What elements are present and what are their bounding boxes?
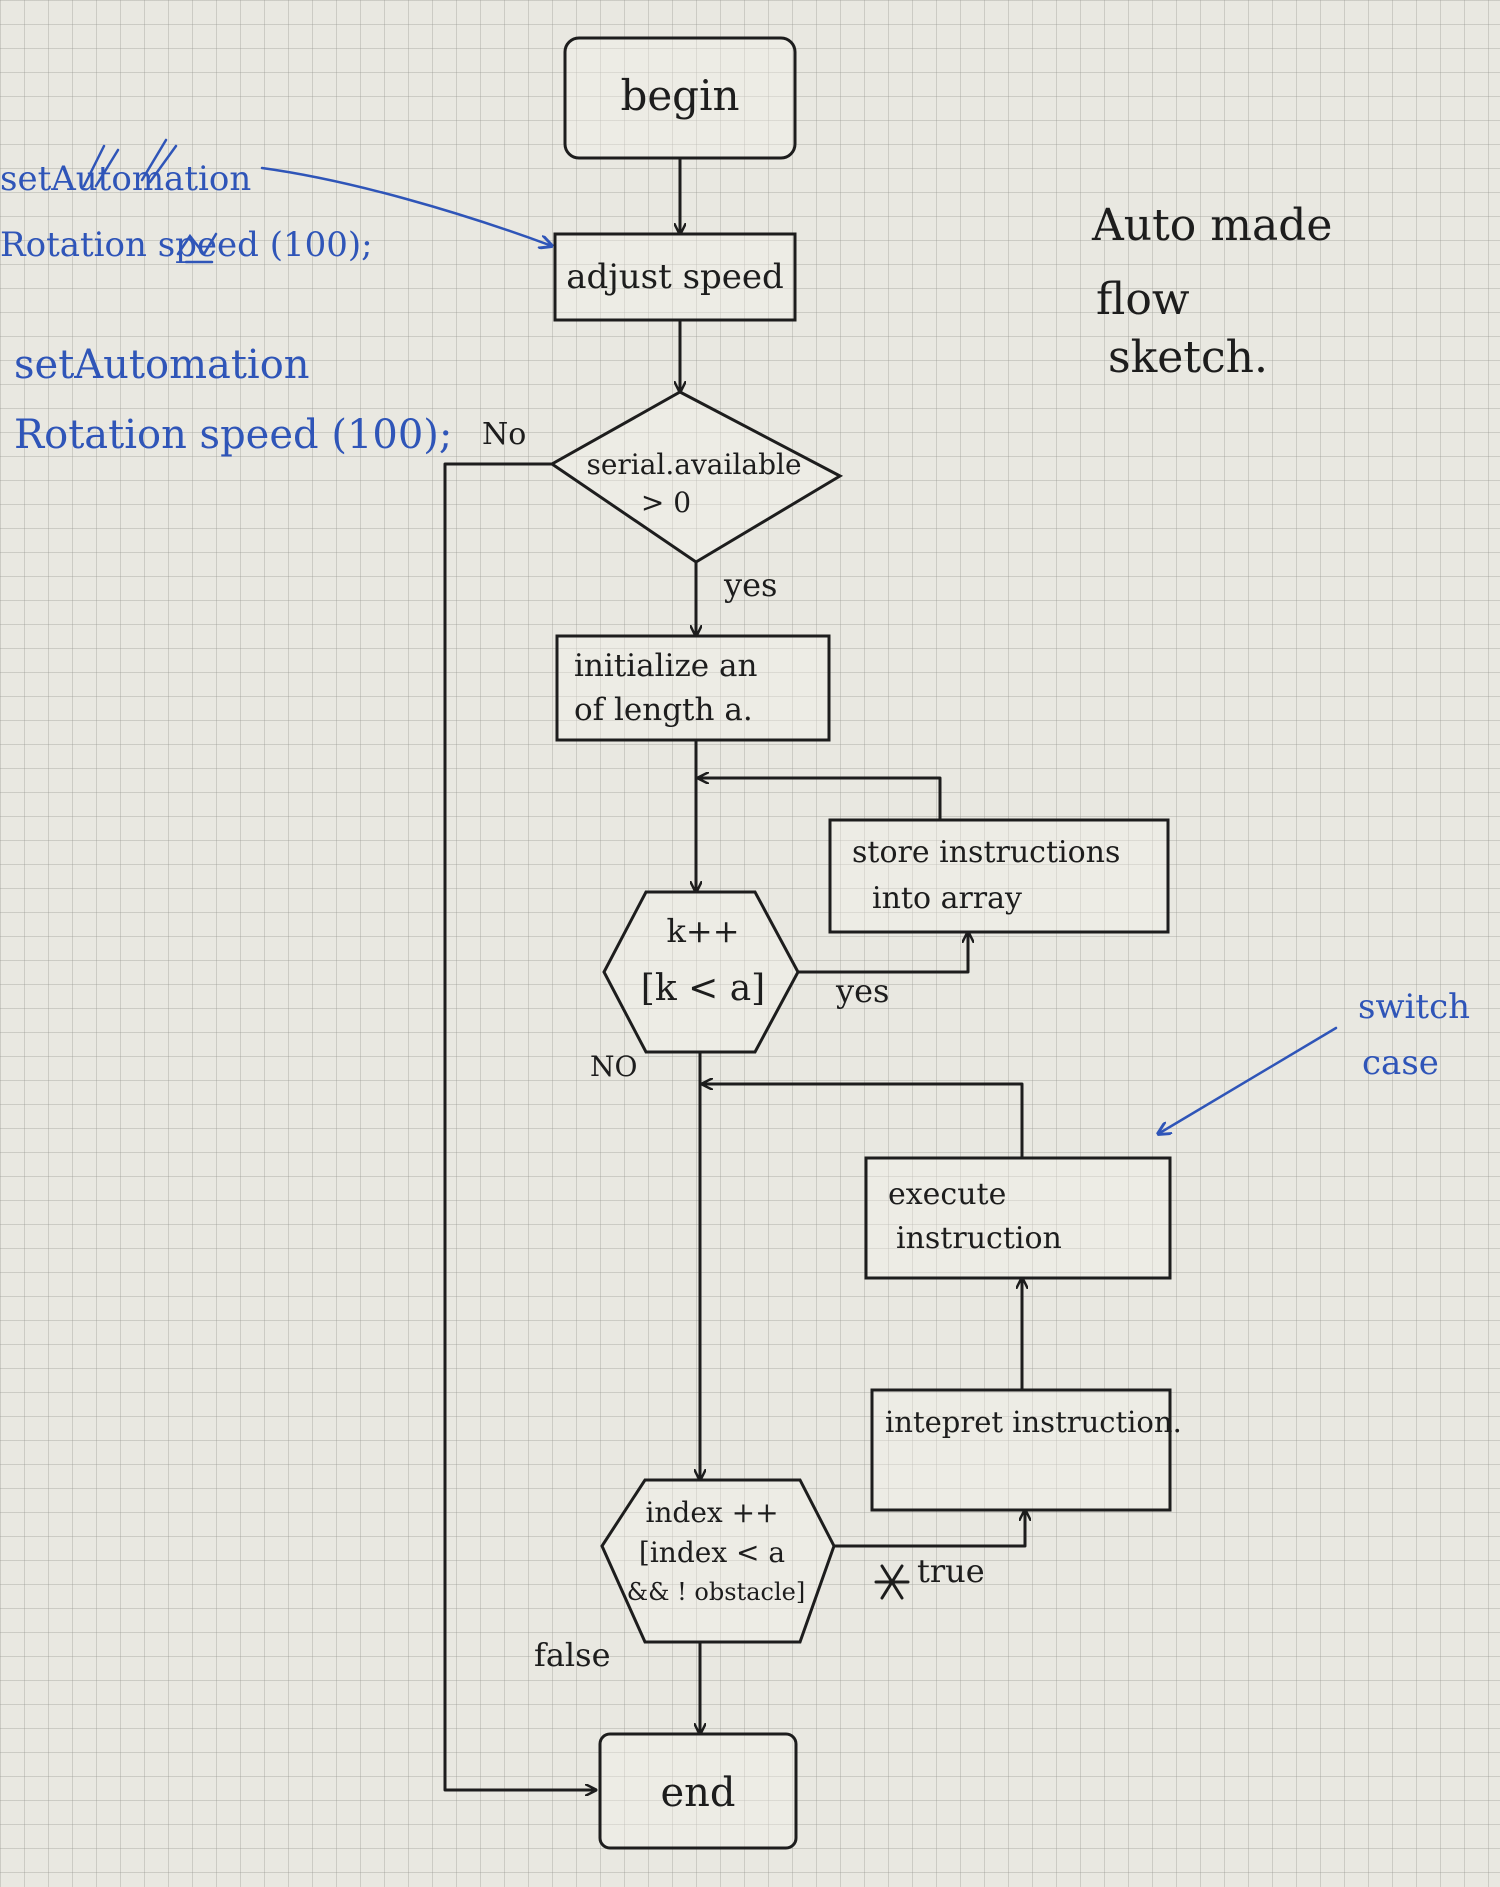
serial-available-line-1: serial.available: [586, 448, 801, 481]
interpret-instruction-node: intepret instruction.: [870, 1388, 1182, 1512]
connectors: [443, 156, 1025, 1790]
k-no-label: NO: [590, 1050, 637, 1083]
interpret-label: intepret instruction.: [885, 1405, 1182, 1439]
execute-line-1: execute: [888, 1177, 1006, 1212]
adjust-speed-node: adjust speed: [553, 232, 797, 322]
switch-case-line-1: switch: [1358, 987, 1470, 1027]
index-loop-line-2: [index < a: [639, 1536, 785, 1569]
k-loop-line-2: [k < a]: [641, 968, 765, 1009]
scribble-strike-1: [82, 138, 178, 188]
begin-node: begin: [563, 36, 797, 160]
store-instructions-node: store instructions into array: [828, 818, 1170, 934]
struck-code-line-1: setAutomation: [0, 159, 251, 199]
index-loop-node: index ++ [index < a && ! obstacle]: [600, 1478, 836, 1644]
code-annotation-struck: setAutomation Rotation speed (100);: [0, 138, 552, 265]
serial-yes-label: yes: [723, 566, 777, 604]
init-array-line-2: of length a.: [574, 692, 753, 728]
k-loop-node: k++ [k < a]: [602, 890, 800, 1054]
scribble-strike-2: [176, 232, 218, 264]
edge-store-back: [696, 778, 942, 822]
switch-case-arrow: [1158, 1026, 1338, 1134]
begin-label: begin: [620, 71, 739, 120]
init-array-line-1: initialize an: [574, 648, 757, 684]
title-line-1: Auto made: [1091, 200, 1332, 251]
serial-no-label: No: [482, 417, 526, 452]
title-line-3: sketch.: [1108, 332, 1268, 383]
sketch-title: Auto made flow sketch.: [1091, 200, 1332, 383]
index-false-label: false: [534, 1636, 611, 1674]
index-true-label: true: [917, 1552, 985, 1590]
store-instructions-line-1: store instructions: [852, 835, 1120, 870]
title-line-2: flow: [1096, 274, 1190, 325]
switch-case-annotation: switch case: [1158, 987, 1470, 1134]
serial-available-line-2: > 0: [641, 486, 691, 519]
index-loop-line-1: index ++: [645, 1496, 778, 1529]
edge-index-true: [832, 1508, 1025, 1548]
adjust-speed-label: adjust speed: [566, 257, 784, 297]
struck-code-line-2: Rotation speed (100);: [0, 225, 373, 265]
execute-line-2: instruction: [896, 1221, 1062, 1256]
index-loop-line-3: && ! obstacle]: [627, 1578, 805, 1606]
switch-case-line-2: case: [1362, 1043, 1439, 1083]
edge-kloop-yes: [796, 930, 968, 974]
edge-serial-no: [443, 462, 598, 1790]
serial-available-decision: serial.available > 0: [549, 390, 844, 564]
code-line-1: setAutomation: [14, 342, 310, 388]
strike-mark-icon: [874, 1564, 910, 1600]
init-array-node: initialize an of length a.: [555, 634, 831, 742]
end-label: end: [660, 1770, 735, 1816]
store-instructions-line-2: into array: [872, 881, 1022, 916]
end-node: end: [598, 1732, 798, 1850]
code-line-2: Rotation speed (100);: [14, 412, 452, 458]
code-annotation: setAutomation Rotation speed (100);: [14, 342, 452, 458]
k-loop-line-1: k++: [666, 912, 739, 950]
k-yes-label: yes: [835, 972, 889, 1010]
annotation-pointer-arrow: [260, 166, 552, 246]
execute-instruction-node: execute instruction: [864, 1156, 1172, 1280]
edge-execute-back: [700, 1084, 1024, 1160]
